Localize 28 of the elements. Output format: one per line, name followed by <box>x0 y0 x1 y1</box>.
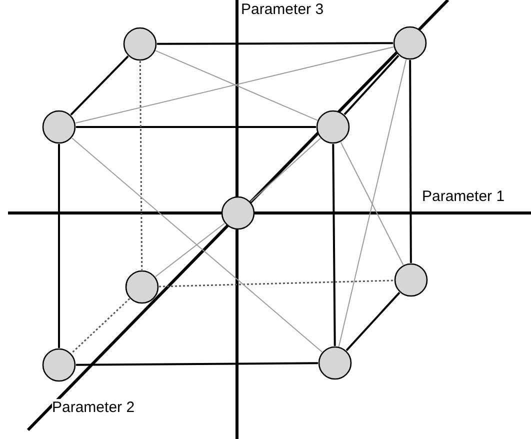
sphere-node <box>42 110 76 144</box>
sphere-node <box>123 27 157 61</box>
connector-line <box>157 42 393 45</box>
connector-line <box>250 138 321 202</box>
connector-line <box>75 46 394 124</box>
connector-line <box>139 61 143 270</box>
connector-line <box>70 298 130 354</box>
sphere-node <box>221 196 255 230</box>
connector-line <box>338 59 407 347</box>
connector-line <box>58 144 60 348</box>
sphere-node <box>318 346 352 380</box>
sphere-node <box>316 110 350 144</box>
connector-line <box>346 292 400 352</box>
connector-line <box>70 55 129 116</box>
connector-line <box>71 138 323 352</box>
connector-line <box>76 126 316 128</box>
sphere-node <box>42 348 76 382</box>
connector-line <box>76 362 318 366</box>
connector-line <box>409 60 412 263</box>
connector-line <box>154 222 226 278</box>
sphere-node <box>393 26 427 60</box>
connector-line <box>158 280 394 288</box>
connector-line <box>340 142 404 266</box>
connector-line <box>344 54 400 116</box>
sphere-node <box>125 270 159 304</box>
connector-line <box>332 144 336 346</box>
connector-line <box>155 50 318 121</box>
sphere-node <box>394 263 428 297</box>
